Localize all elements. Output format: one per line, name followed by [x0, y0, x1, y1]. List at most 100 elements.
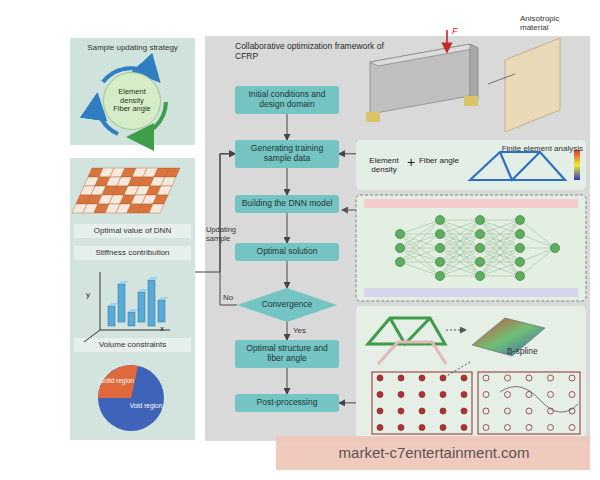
- illustration-part: [436, 244, 445, 253]
- illustration-part: [461, 375, 467, 381]
- illustration-part: [377, 392, 383, 398]
- illustration-part: [356, 140, 586, 190]
- illustration-part: [480, 248, 520, 276]
- illustration-part: [377, 375, 383, 381]
- illustration-part: [500, 387, 578, 413]
- illustration-part: [440, 220, 480, 234]
- illustration-part: [356, 306, 586, 438]
- illustration-part: [440, 276, 480, 277]
- connector: [287, 114, 288, 141]
- illustration-part: [436, 258, 445, 267]
- node-text: Finite element analysis: [467, 144, 583, 153]
- illustration-part: [400, 220, 440, 248]
- illustration-part: [419, 392, 425, 398]
- illustration-part: [476, 258, 485, 267]
- illustration-part: [440, 220, 480, 234]
- diamond-outline: [237, 288, 337, 322]
- illustration-part: [505, 425, 511, 431]
- illustration-part: [400, 262, 440, 263]
- label: Solid region: [99, 377, 135, 384]
- node-text: Optimal structure and fiber angle: [239, 344, 335, 364]
- illustration-part: [520, 248, 555, 276]
- node-text: Post-processing: [239, 398, 335, 408]
- illustration-part: [480, 220, 520, 221]
- node-text: Convergence: [262, 300, 313, 310]
- illustration-part: [108, 306, 115, 326]
- illustration-part: [400, 234, 440, 262]
- illustration-part: [436, 216, 445, 225]
- illustration-part: [516, 244, 525, 253]
- illustration-part: [574, 150, 580, 180]
- illustration-part: [440, 375, 446, 381]
- cycle-circle: Element densityFiber angle: [103, 72, 161, 130]
- illustration-part: [516, 258, 525, 267]
- illustration-part: [483, 392, 489, 398]
- panel: Sample updating strategyElement densityF…: [70, 38, 195, 145]
- illustration-part: [400, 248, 440, 262]
- illustration-part: [276, 436, 590, 470]
- illustration-part: [526, 408, 532, 414]
- illustration-part: [440, 234, 480, 276]
- label: Anisotropic material: [520, 14, 586, 32]
- illustration-part: [400, 248, 440, 262]
- illustration-part: [400, 248, 440, 276]
- illustration-part: [470, 44, 478, 100]
- illustration-part: [520, 248, 555, 249]
- illustration-part: [480, 234, 520, 276]
- illustration-part: [148, 280, 155, 326]
- illustration-part: [372, 372, 472, 434]
- connector: [287, 368, 288, 395]
- illustration-part: [483, 375, 489, 381]
- illustration-part: [440, 392, 446, 398]
- connector: [287, 322, 288, 340]
- illustration-part: [480, 262, 520, 276]
- label: Updating sample: [206, 226, 240, 243]
- node-text: Collaborative optimization framework of …: [235, 42, 385, 62]
- illustration-part: [464, 96, 478, 106]
- illustration-part: [520, 248, 555, 262]
- node-text: B-spline: [507, 347, 577, 357]
- node-text: Sample updating strategy: [74, 43, 191, 52]
- illustration-part: [476, 244, 485, 253]
- illustration-part: [138, 292, 145, 322]
- illustration-part: [400, 234, 440, 262]
- illustration-part: [483, 425, 489, 431]
- illustration-part: [419, 425, 425, 431]
- node-text: Volume constraints: [74, 340, 191, 349]
- label: Void region: [128, 402, 164, 409]
- illustration-part: [440, 220, 480, 276]
- illustration-part: [480, 220, 520, 262]
- illustration-part: [396, 244, 405, 253]
- label: y: [86, 290, 96, 299]
- illustration-part: [128, 312, 135, 326]
- illustration-part: [377, 375, 575, 431]
- illustration-part: [569, 425, 575, 431]
- illustration-part: [478, 372, 580, 434]
- illustration-part: [446, 30, 448, 52]
- illustration-part: [440, 262, 480, 276]
- illustration-part: [505, 392, 511, 398]
- illustration-part: [480, 220, 520, 276]
- edge-label: Yes: [292, 326, 307, 335]
- illustration-part: [398, 425, 404, 431]
- illustration-part: [440, 220, 480, 248]
- illustration-part: [526, 375, 532, 381]
- illustration-part: [480, 220, 520, 234]
- illustration-part: [461, 392, 467, 398]
- illustration-part: [366, 112, 380, 122]
- illustration-part: [480, 220, 520, 248]
- illustration-part: [483, 408, 489, 414]
- illustration-part: [480, 262, 520, 276]
- process-box: Generating training sample data: [235, 140, 339, 168]
- illustration-part: [400, 220, 440, 234]
- process-box: Optimal structure and fiber angle: [235, 340, 339, 368]
- illustration-part: [480, 234, 520, 276]
- illustration-part: [440, 220, 480, 262]
- illustration-part: [446, 330, 466, 331]
- label: Fiber angle: [418, 156, 460, 165]
- illustration-part: [398, 408, 404, 414]
- illustration-part: [74, 224, 191, 238]
- illustration-part: [480, 248, 520, 276]
- illustration-part: [461, 425, 467, 431]
- illustration-part: [419, 408, 425, 414]
